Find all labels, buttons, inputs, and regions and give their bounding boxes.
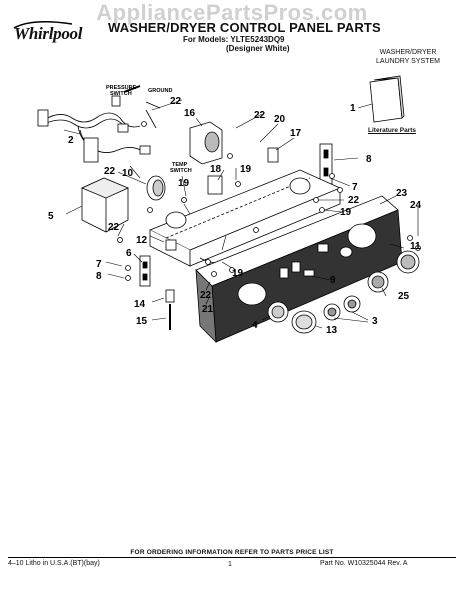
callout-23: 23 [396,188,408,199]
console-frame [149,169,342,267]
ground-label: GROUND [148,88,172,94]
part-number: Part No. W10325044 Rev. A [320,560,408,567]
temp-switch-label-1: TEMP [172,162,188,168]
system-line-2: LAUNDRY SYSTEM [376,58,440,65]
system-line-1: WASHER/DRYER [379,49,437,56]
leader-lines [63,99,419,329]
exploded-view-diagram: PRESSURE SWITCH GROUND TEMP SWITCH 1 2 3… [37,75,422,344]
part-18-bracket [207,175,223,195]
pressure-switch-label-1: PRESSURE [106,85,137,91]
part-23-control-panel [195,195,403,344]
whirlpool-swoosh-icon [13,20,73,29]
callout-25: 25 [398,291,410,302]
callout-22-d: 22 [108,222,120,233]
callout-17: 17 [290,128,302,139]
part-14-grommet [165,289,175,303]
callout-12: 12 [136,235,148,246]
callout-7-right: 7 [352,182,358,193]
page-number: 1 [228,561,232,568]
callout-9: 9 [330,275,336,286]
part-6-left-bracket [139,255,151,287]
callout-21: 21 [202,304,214,315]
part-11-knob [396,250,420,274]
callout-10: 10 [122,168,134,179]
part-10-temp-switch [146,175,166,201]
callout-22-e: 22 [348,195,360,206]
model-number: For Models: YLTE5243DQ9 [183,35,285,44]
part-17-clip [267,147,279,163]
callout-20: 20 [274,114,286,125]
screws [117,121,421,281]
footer-divider [8,557,456,558]
callout-22-a: 22 [170,96,182,107]
callout-22-c: 22 [104,166,116,177]
callout-5: 5 [48,211,54,222]
callout-14: 14 [134,299,146,310]
callout-4: 4 [252,320,258,331]
callout-22-f: 22 [200,290,212,301]
callout-19-right: 19 [340,207,352,218]
temp-switch-label-2: SWITCH [170,168,192,174]
callout-24: 24 [410,200,422,211]
part-12-clip [165,239,177,251]
part-25-knob [367,271,389,293]
litho-info: 4–10 Litho in U.S.A.(BT)(bay) [8,560,100,567]
callout-6: 6 [126,248,132,259]
callout-18: 18 [210,164,222,175]
callout-15: 15 [136,316,148,327]
callout-16: 16 [184,108,196,119]
callout-19-bottom: 19 [232,268,244,279]
page-title: WASHER/DRYER CONTROL PANEL PARTS [108,20,381,35]
literature-booklet [369,75,405,123]
part-13-knob [291,310,317,334]
callout-8-right: 8 [366,154,372,165]
callout-19-top: 19 [240,164,252,175]
system-label: WASHER/DRYER LAUNDRY SYSTEM [360,48,456,66]
callout-1: 1 [350,103,356,114]
part-3-buttons [323,295,361,321]
callout-3: 3 [372,316,378,327]
callout-11: 11 [410,241,421,252]
watermark: AppliancePartsPros.com [96,0,368,25]
part-5-control-box [80,177,130,233]
model-color: (Designer White) [226,44,290,53]
callout-2: 2 [68,135,74,146]
literature-parts-label: Literature Parts [368,127,417,134]
pressure-switch-label-2: SWITCH [110,91,132,97]
part-4-knob [267,301,289,323]
callout-19-left: 19 [178,178,190,189]
brand-logo: Whirlpool [14,24,83,43]
ordering-info: FOR ORDERING INFORMATION REFER TO PARTS … [130,549,334,556]
callout-8-left: 8 [96,271,102,282]
callout-13: 13 [326,325,338,336]
callout-22-b: 22 [254,110,266,121]
wire-harness [37,95,161,163]
callout-7-left: 7 [96,259,102,270]
part-16-component [189,121,223,165]
